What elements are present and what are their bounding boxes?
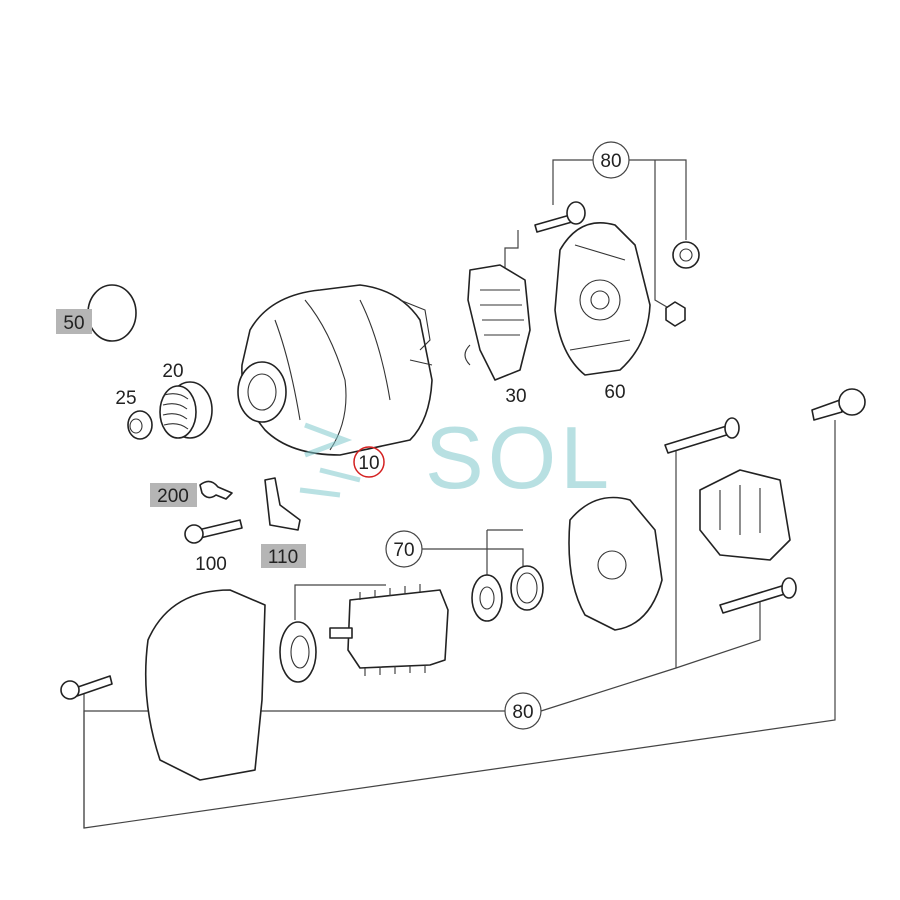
- label-70[interactable]: 70: [393, 540, 414, 561]
- highlight-110: [261, 544, 306, 568]
- label-80-bottom[interactable]: 80: [512, 702, 533, 723]
- drive-end-housing[interactable]: [144, 589, 266, 781]
- label-25[interactable]: 25: [115, 388, 136, 409]
- part-10-alternator[interactable]: [237, 284, 433, 456]
- part-70-bearing-rear[interactable]: [471, 565, 544, 622]
- part-30-regulator[interactable]: [464, 264, 531, 381]
- label-80-top[interactable]: 80: [600, 151, 621, 172]
- label-30[interactable]: 30: [505, 386, 526, 407]
- part-80-nuts[interactable]: [665, 241, 700, 327]
- callout-80-top: [592, 141, 630, 179]
- sol-watermark: SOL: [299, 408, 613, 507]
- label-100[interactable]: 100: [195, 554, 227, 575]
- part-80-bolt-top[interactable]: [534, 201, 586, 233]
- label-10[interactable]: 10: [358, 453, 379, 474]
- part-25-nut[interactable]: [127, 410, 153, 440]
- label-50[interactable]: 50: [63, 313, 84, 334]
- part-20-pulley[interactable]: [159, 381, 213, 439]
- callout-80-bottom: [504, 692, 542, 730]
- label-60[interactable]: 60: [604, 382, 625, 403]
- part-labels: 80 50 20 25 10 30 60 200 100 110 70 80: [63, 151, 625, 723]
- part-80-bolts[interactable]: [60, 388, 866, 700]
- callout-10-selected: [353, 446, 385, 478]
- rotor[interactable]: [329, 584, 449, 676]
- label-200[interactable]: 200: [157, 486, 189, 507]
- part-100-bolt[interactable]: [184, 519, 243, 544]
- stator-housing[interactable]: [568, 496, 663, 631]
- highlight-50: [56, 309, 92, 334]
- watermark-text: SOL: [425, 408, 613, 507]
- part-110-bracket[interactable]: [264, 477, 301, 531]
- rectifier[interactable]: [699, 469, 791, 561]
- part-60-rear-cover[interactable]: [554, 221, 651, 376]
- label-20[interactable]: 20: [162, 361, 183, 382]
- part-50-cap[interactable]: [87, 284, 137, 342]
- part-200-wire[interactable]: [199, 480, 233, 500]
- part-70-bearing-front[interactable]: [279, 621, 317, 683]
- label-110[interactable]: 110: [268, 547, 298, 568]
- highlight-200: [150, 483, 197, 507]
- callout-70: [385, 530, 423, 568]
